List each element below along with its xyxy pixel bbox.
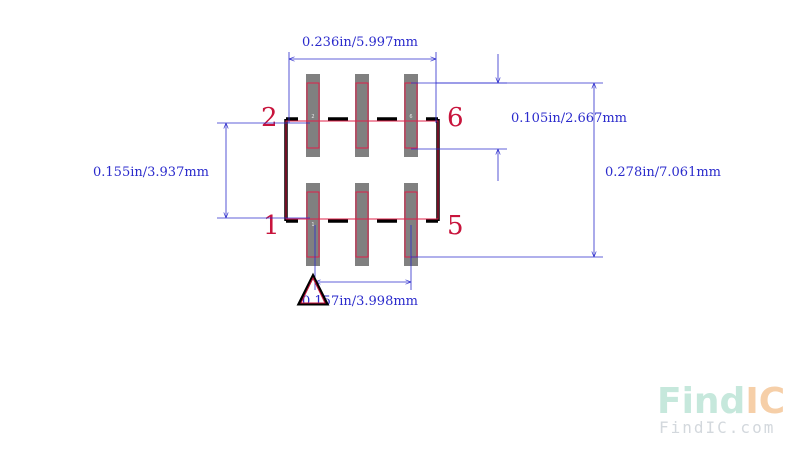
dimension-row-span xyxy=(217,122,310,219)
watermark-ic: IC xyxy=(745,381,785,422)
pin-number-2: 2 xyxy=(261,103,278,133)
dimension-pad-length-label: 0.105in/2.667mm xyxy=(511,111,627,126)
pin1-triangle-icon xyxy=(296,272,330,306)
pad-bottom-2 xyxy=(355,183,369,266)
pin-number-6: 6 xyxy=(447,103,464,133)
dimension-overall xyxy=(411,82,603,258)
watermark-url: FindIC.com xyxy=(659,418,775,437)
dimension-width-top-label: 0.236in/5.997mm xyxy=(302,35,418,50)
pad-bottom-1: 1 xyxy=(306,183,320,266)
svg-text:FindIC: FindIC xyxy=(657,381,785,422)
pads-top-row: 2 6 xyxy=(306,74,418,157)
pad-label-bottom-1: 1 xyxy=(311,222,314,228)
dimension-pitch-label: 0.157in/3.998mm xyxy=(302,294,418,309)
pads-bottom-row: 1 xyxy=(306,183,418,266)
courtyard-outline xyxy=(285,120,439,220)
pad-label-top-3: 6 xyxy=(409,114,412,120)
dimension-overall-label: 0.278in/7.061mm xyxy=(605,165,721,180)
pin-number-1: 1 xyxy=(263,211,280,241)
pad-top-1: 2 xyxy=(306,74,320,157)
dimension-row-span-label: 0.155in/3.937mm xyxy=(93,165,209,180)
pad-top-3: 6 xyxy=(404,74,418,157)
dimension-width-top xyxy=(288,52,437,123)
watermark-find: Find xyxy=(657,381,745,422)
pin-number-5: 5 xyxy=(447,211,464,241)
watermark-logo: FindIC FindIC.com xyxy=(657,381,785,437)
pad-top-2 xyxy=(355,74,369,157)
pad-label-top-1: 2 xyxy=(311,114,314,120)
